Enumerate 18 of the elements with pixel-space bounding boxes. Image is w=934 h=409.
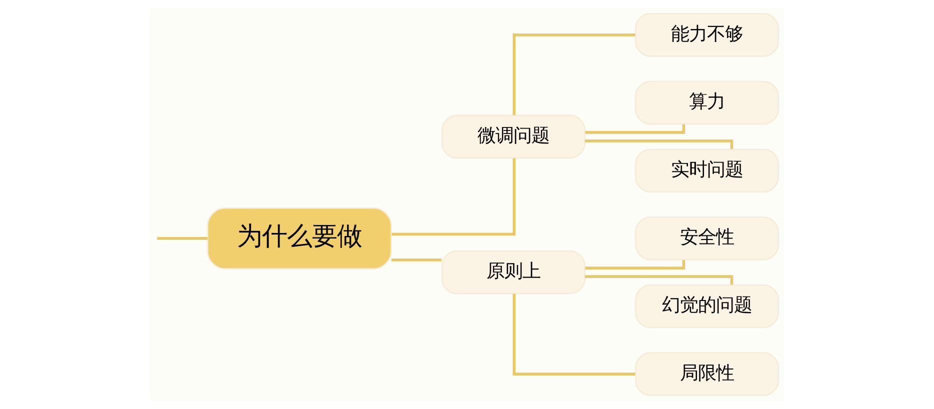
connector (584, 275, 734, 285)
connector (157, 237, 208, 240)
connector (585, 260, 686, 270)
node-box: 实时问题 (634, 148, 780, 192)
connector (391, 258, 442, 262)
node-box: 为什么要做 (206, 207, 392, 270)
node-box: 局限性 (634, 352, 780, 396)
node-box: 能力不够 (634, 13, 780, 57)
connector (512, 34, 636, 116)
node-box: 算力 (634, 80, 780, 125)
connector (585, 124, 686, 134)
node-box: 原则上 (441, 250, 586, 294)
connector (392, 158, 516, 236)
node-box: 微调问题 (441, 114, 586, 159)
connector (512, 294, 636, 376)
node-box: 幻觉的问题 (634, 284, 780, 328)
connector (584, 140, 734, 150)
node-box: 安全性 (634, 216, 780, 260)
